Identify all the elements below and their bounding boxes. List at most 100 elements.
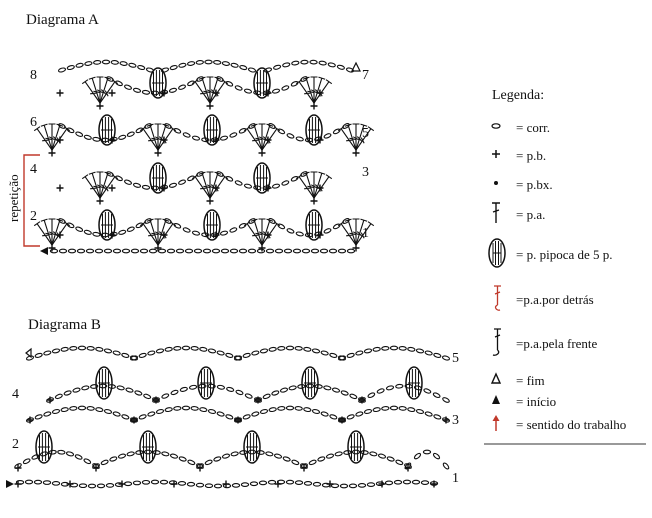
chain-stitch-icon [57, 67, 67, 73]
chain-stitch-icon [268, 407, 277, 413]
double-crochet-icon [258, 218, 266, 245]
chain-stitch-icon [442, 397, 450, 403]
single-crochet-icon [264, 231, 272, 239]
popcorn-stitch-icon [256, 70, 268, 96]
chain-stitch-icon [195, 482, 205, 488]
chain-stitch-icon [295, 136, 304, 142]
chain-stitch-icon [170, 389, 179, 396]
chain-stitch-icon [247, 67, 257, 73]
single-crochet-icon [212, 231, 220, 239]
single-crochet-icon [358, 396, 366, 404]
chain-stitch-icon [259, 409, 269, 415]
legend-title: Legenda: [492, 88, 544, 103]
chain-stitch-icon [389, 405, 399, 411]
chain-stitch-icon [238, 222, 247, 229]
chain-stitch-icon [339, 483, 349, 489]
chain-stitch-icon [204, 459, 213, 466]
chain-stitch-icon [381, 345, 390, 351]
chain-stitch-icon [100, 459, 109, 466]
single-crochet-icon [212, 89, 220, 97]
double-crochet-icon [88, 76, 101, 104]
end-marker-icon [488, 372, 510, 390]
chain-stitch-icon [67, 248, 77, 254]
chain-stitch-icon [157, 248, 167, 254]
chain-stitch-icon [137, 65, 146, 71]
popcorn-stitch-icon [203, 209, 221, 241]
chain-stitch-icon [355, 350, 364, 356]
chain-stitch-icon [358, 397, 366, 403]
chain-stitch-icon [239, 64, 248, 71]
legend-item-front-post: =p.a.pela frente [488, 326, 597, 362]
chain-stitch-icon [178, 456, 187, 462]
chain-stitch-icon [331, 387, 341, 393]
chain-stitch-icon [332, 128, 341, 135]
chain-stitch-icon [182, 227, 191, 233]
chain-stitch-icon [407, 407, 416, 413]
single-crochet-icon [160, 89, 168, 97]
chain-stitch-icon [213, 483, 223, 489]
chain-stitch-icon [235, 389, 244, 396]
chain-stitch-icon [119, 61, 128, 66]
chain-stitch-icon [342, 218, 350, 224]
chain-stitch-icon [300, 59, 309, 65]
chain-stitch-icon [256, 248, 266, 254]
single-crochet-icon [264, 184, 272, 192]
chain-stitch-icon [253, 185, 262, 191]
single-crochet-icon [154, 149, 162, 157]
chain-stitch-icon [84, 61, 93, 66]
chain-stitch-icon [325, 453, 335, 459]
double-crochet-icon [191, 79, 211, 104]
double-crochet-icon [191, 174, 211, 199]
legend-label-popcorn: = p. pipoca de 5 p. [516, 247, 613, 262]
chain-stitch-icon [195, 60, 204, 65]
chain-stitch-icon [175, 248, 185, 254]
chain-stitch-icon [117, 453, 127, 459]
single-crochet-icon [222, 480, 230, 488]
chain-stitch-icon [386, 456, 395, 462]
double-crochet-icon [295, 79, 315, 104]
chain-stitch-icon [294, 406, 303, 411]
single-crochet-icon [92, 464, 100, 472]
chain-stitch-icon [202, 248, 212, 254]
chain-stitch-icon [225, 175, 234, 182]
chain-stitch-icon [312, 481, 322, 487]
chain-stitch-icon [54, 393, 63, 400]
chain-stitch-icon [281, 85, 290, 91]
chain-stitch-icon [303, 346, 312, 352]
chain-stitch-icon [164, 346, 173, 352]
single-crochet-icon [170, 480, 178, 488]
chain-stitch-icon [164, 407, 173, 413]
popcorn-stitch-icon [253, 162, 271, 194]
chain-stitch-icon [107, 384, 116, 389]
chain-stitch-icon [155, 409, 165, 415]
chain-stitch-icon [297, 384, 306, 389]
chain-stitch-icon [204, 483, 214, 489]
chain-stitch-icon [51, 348, 61, 354]
chain-stitch-icon [330, 483, 340, 489]
chain-stitch-icon [234, 85, 243, 91]
double-crochet-icon [33, 126, 53, 151]
popcorn-stitch-icon [139, 430, 157, 464]
chain-stitch-icon [225, 414, 234, 420]
chain-stitch-icon [198, 383, 207, 389]
chain-stitch-icon [216, 76, 224, 82]
single-crochet-icon [154, 244, 162, 252]
chain-stitch-icon [238, 127, 247, 134]
single-crochet-icon [234, 416, 242, 424]
chain-stitch-icon [34, 414, 43, 420]
chain-stitch-icon [152, 397, 160, 403]
chain-stitch-icon [72, 387, 81, 393]
chain-stitch-icon [249, 481, 259, 487]
diagram-b-row-label-1: 1 [452, 471, 459, 486]
popcorn-stitch-icon [152, 70, 164, 96]
diagram-b-row-label-2: 2 [12, 437, 19, 452]
single-crochet-icon [300, 464, 308, 472]
chain-stitch-icon [187, 80, 195, 87]
chain-stitch-icon [144, 123, 152, 129]
diagram-b-row-label-4: 4 [12, 387, 19, 402]
chain-stitch-icon [130, 248, 140, 254]
chain-stitch-icon [346, 352, 355, 358]
chain-stitch-icon [124, 179, 132, 185]
chain-stitch-icon [216, 384, 226, 390]
chain-stitch-icon [263, 67, 273, 73]
